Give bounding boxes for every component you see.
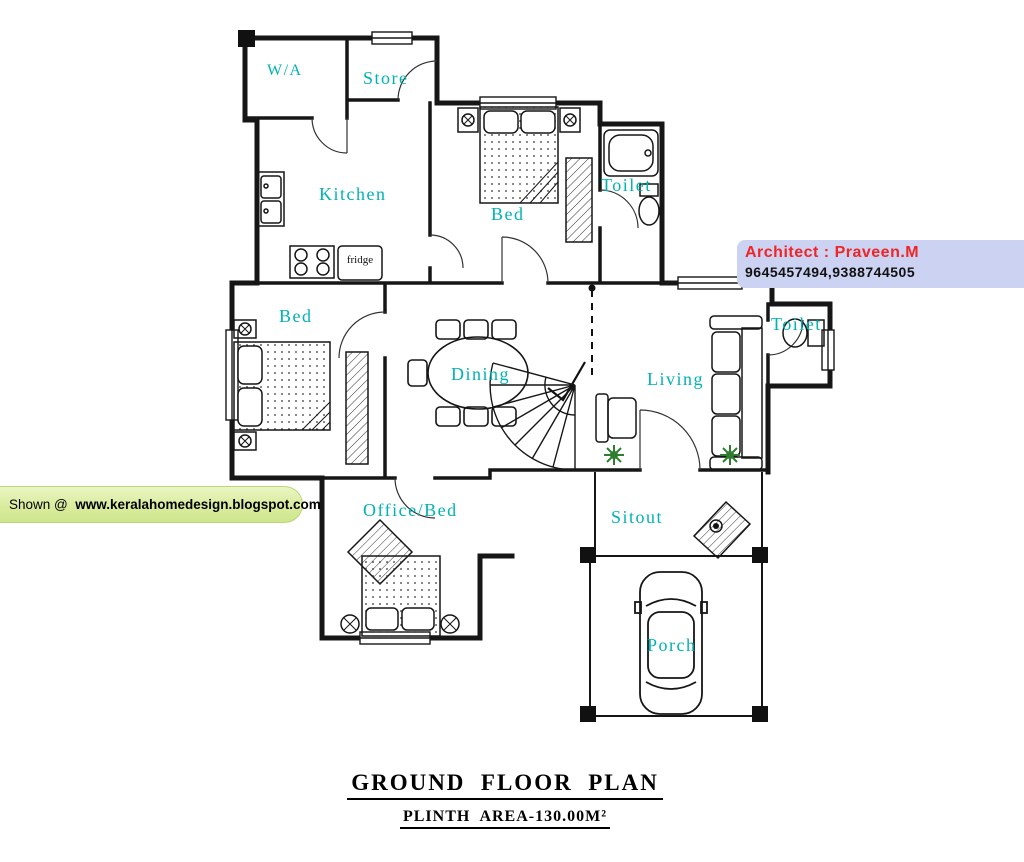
dining-table: [407, 319, 529, 427]
plinth-area: PLINTH AREA-130.00M²: [399, 808, 611, 829]
room-label-living: Living: [647, 369, 704, 389]
room-label-bed2: Bed: [279, 306, 313, 326]
watermark-url: www.keralahomedesign.blogspot.com: [75, 497, 321, 512]
plant-icon: [604, 445, 740, 465]
room-label-porch: Porch: [647, 635, 697, 655]
architect-phone: 9645457494,9388744505: [745, 264, 916, 280]
toilet1-fixtures: [603, 129, 660, 226]
stair-direction-line: [547, 284, 596, 402]
room-label-toilet1: Toilet: [601, 175, 652, 195]
fridge-label: fridge: [346, 254, 374, 266]
room-label-sitout: Sitout: [611, 507, 664, 527]
kitchen-fixtures: [257, 171, 383, 281]
office-bed-furniture: [340, 518, 460, 637]
room-label-toilet2: Toilet: [771, 314, 822, 334]
room-label-bed1: Bed: [491, 204, 525, 224]
plan-title: GROUND FLOOR PLAN: [347, 770, 663, 800]
room-label-office-bed: Office/Bed: [363, 500, 458, 520]
sitout-porch-outline: [589, 472, 763, 717]
watermark-pill: Shown @ www.keralahomedesign.blogspot.co…: [0, 486, 321, 523]
plan-title-row: GROUND FLOOR PLAN: [0, 770, 1010, 800]
bed1-furniture: [457, 106, 593, 243]
room-label-kitchen: Kitchen: [319, 184, 387, 204]
living-furniture: [595, 315, 763, 471]
architect-name: Architect : Praveen.M: [745, 244, 920, 261]
plinth-area-row: PLINTH AREA-130.00M²: [0, 808, 1010, 829]
toilet2-fixtures: [782, 318, 825, 348]
architect-banner: Architect : Praveen.M 9645457494,9388744…: [737, 240, 1024, 288]
column-markers: [238, 30, 768, 722]
sitout-bench: [692, 500, 752, 560]
spiral-staircase: [489, 362, 576, 471]
room-label-wa: W/A: [267, 62, 303, 79]
car-top-view: [634, 571, 708, 715]
watermark-prefix: Shown @: [9, 497, 76, 512]
room-label-store: Store: [363, 68, 409, 88]
bed2-furniture: [233, 319, 369, 465]
room-label-dining: Dining: [451, 364, 511, 384]
door-arcs: [311, 60, 804, 519]
